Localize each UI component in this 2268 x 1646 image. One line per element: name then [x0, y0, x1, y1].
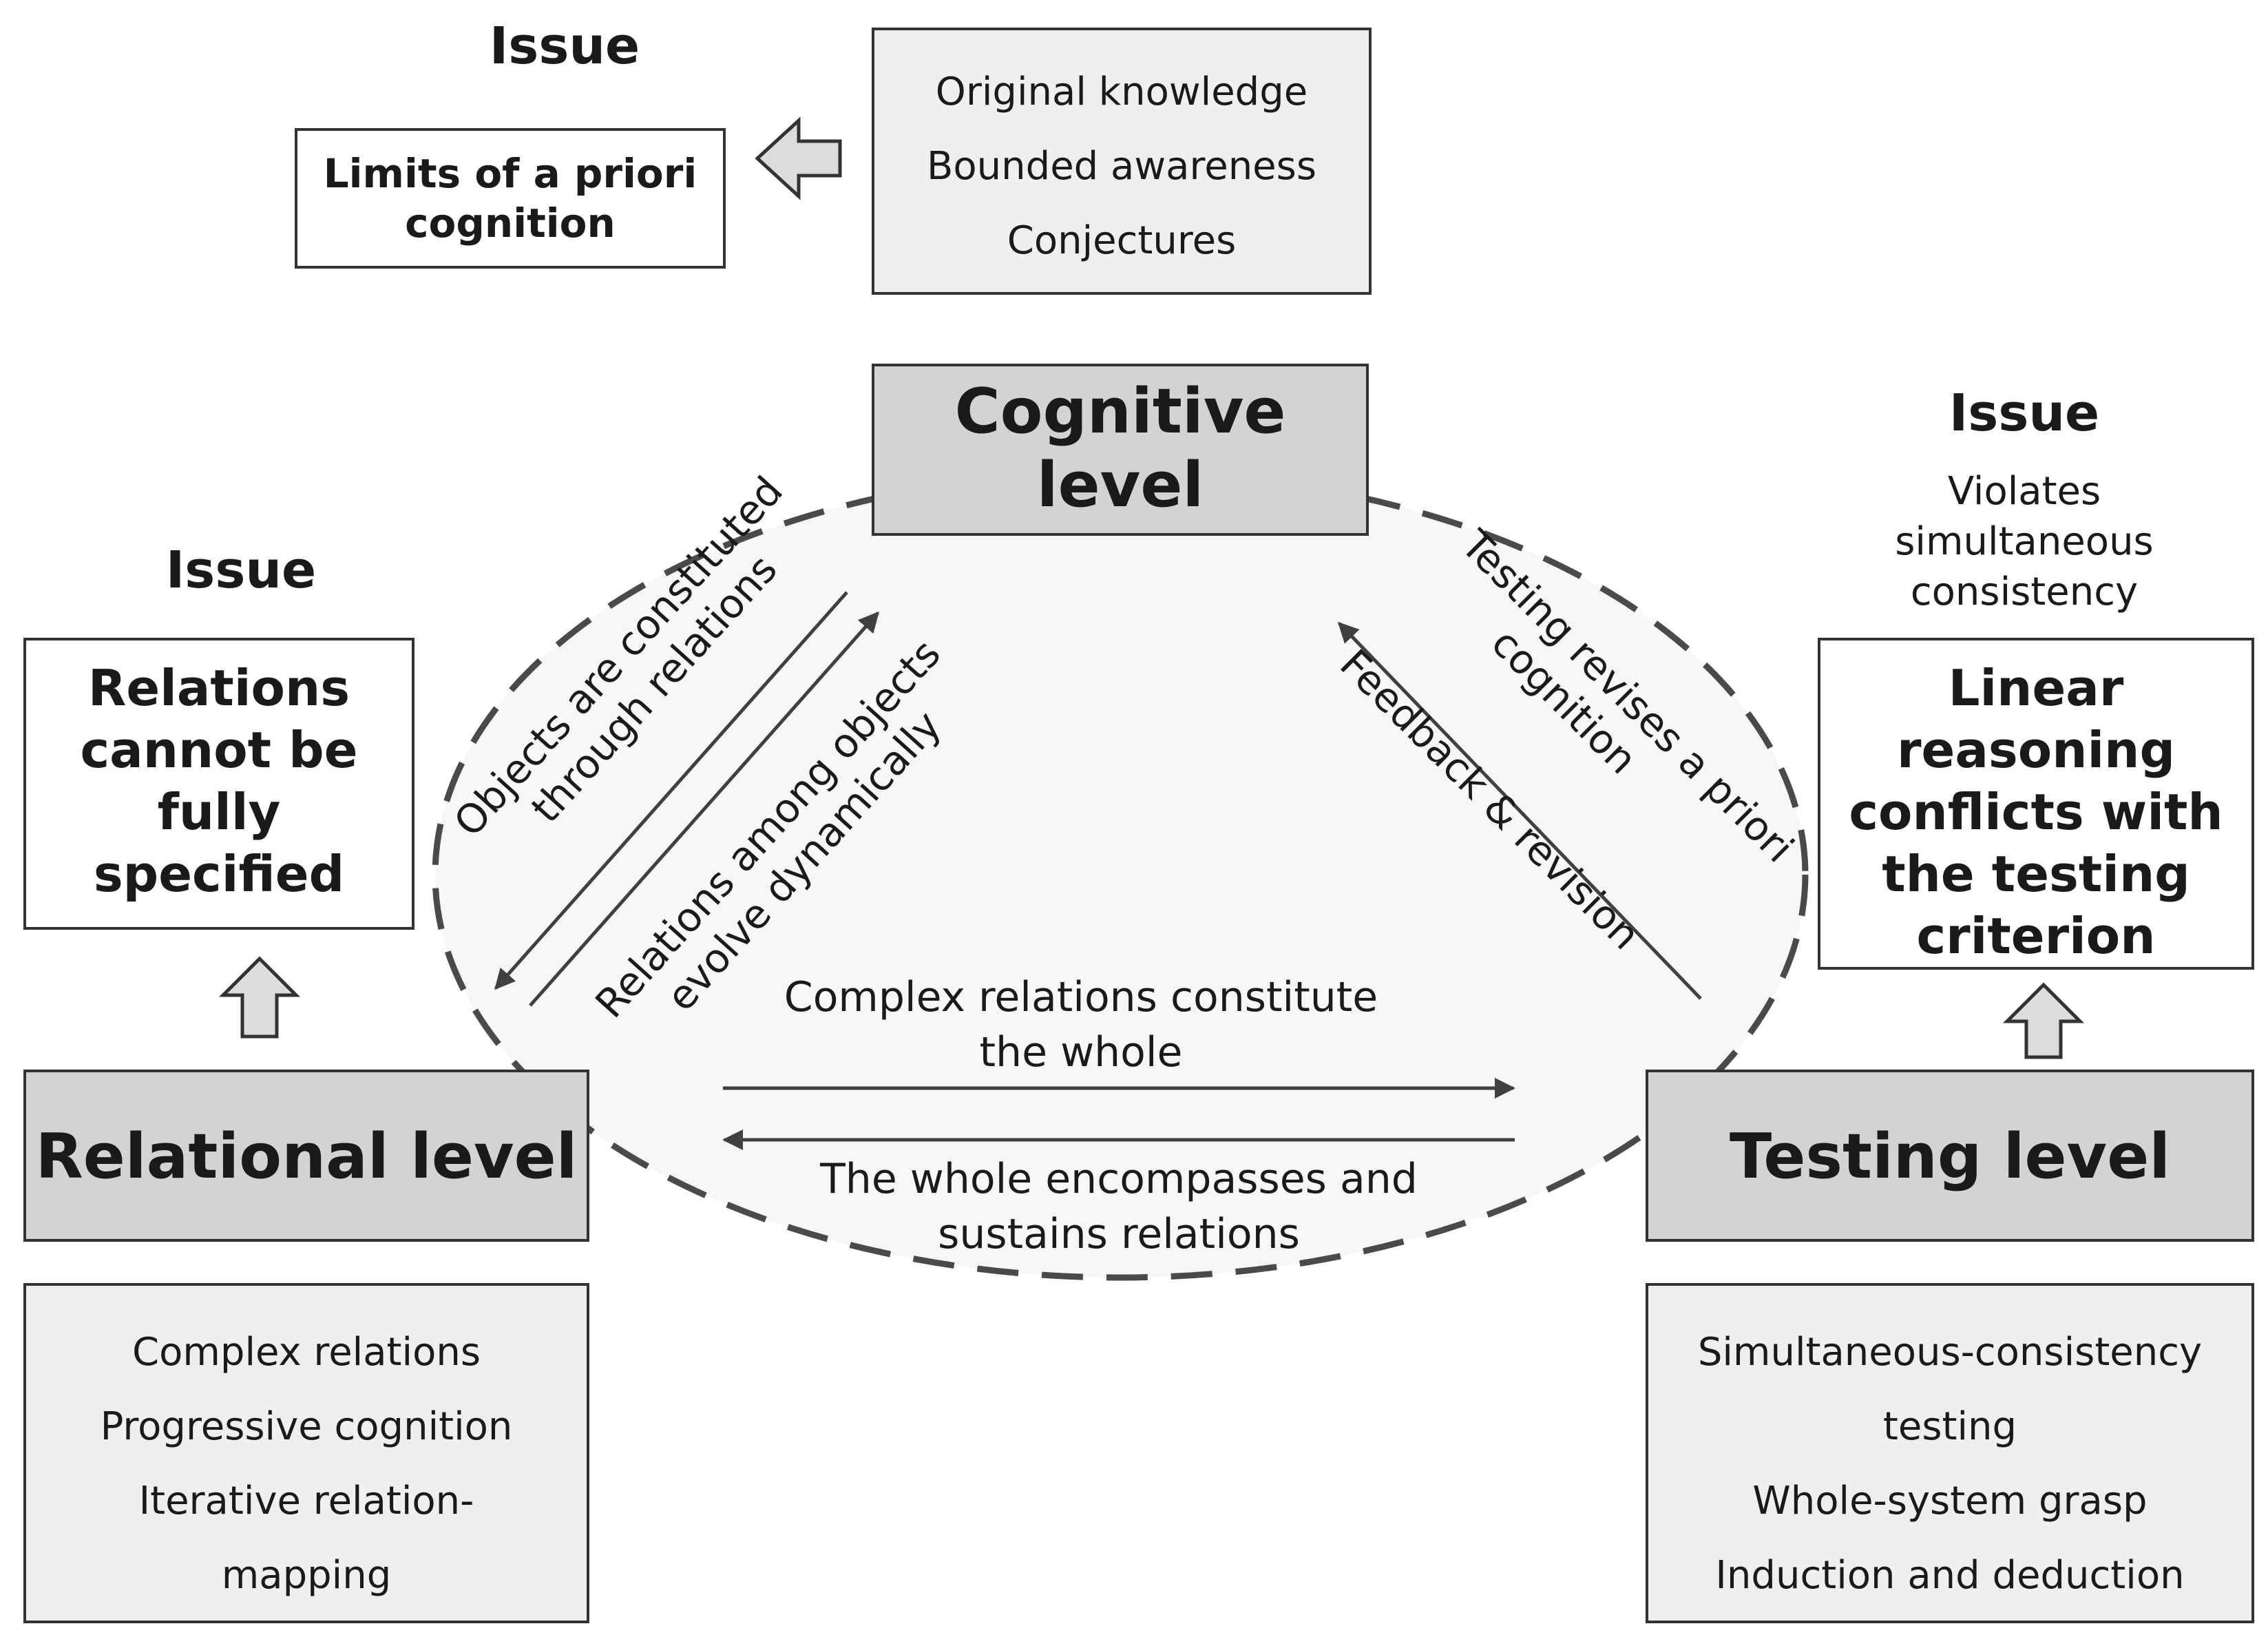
relational-feature-1: Progressive cognition	[101, 1404, 513, 1449]
cognitive-feature-2: Conjectures	[1007, 218, 1237, 263]
cognitive-issue-text-line1: Limits of a priori	[324, 150, 697, 197]
label-testing-to-relational-line1: The whole encompasses and	[819, 1155, 1418, 1203]
cognitive-level-title-line2: level	[1037, 449, 1204, 521]
relational-level-title: Relational level	[35, 1121, 577, 1193]
label-testing-to-relational-line2: sustains relations	[938, 1210, 1300, 1258]
cognitive-features-box	[872, 28, 1372, 295]
relational-issue-box	[23, 638, 414, 930]
testing-issue-sub-line-2: consistency	[1911, 570, 2138, 614]
relational-feature-2: Iterative relation-	[139, 1479, 474, 1523]
relational-issue-line-1: cannot be	[80, 721, 357, 779]
testing-issue-line-3: the testing	[1882, 845, 2190, 903]
cognitive-issue-arrow	[755, 116, 842, 200]
relational-issue-line-2: fully	[158, 783, 281, 841]
label-relational-to-testing-line2: the whole	[980, 1028, 1183, 1076]
testing-issue-sub-line-0: Violates	[1948, 469, 2101, 514]
relational-feature-0: Complex relations	[132, 1330, 481, 1375]
relational-features-box	[23, 1283, 589, 1623]
testing-level-box	[1646, 1070, 2254, 1242]
cognitive-issue-box	[295, 128, 726, 269]
testing-feature-1: testing	[1883, 1404, 2017, 1449]
testing-issue-line-0: Linear	[1949, 659, 2124, 717]
testing-issue-line-4: criterion	[1916, 907, 2155, 965]
cognitive-level-box	[872, 364, 1369, 536]
cognitive-feature-1: Bounded awareness	[927, 144, 1316, 189]
relational-issue-line-3: specified	[94, 845, 344, 903]
testing-feature-3: Induction and deduction	[1715, 1553, 2184, 1598]
relational-level-box	[23, 1070, 589, 1242]
testing-feature-2: Whole-system grasp	[1752, 1479, 2147, 1523]
arrow-cognitive-to-relational	[494, 591, 848, 990]
testing-issue-box	[1818, 638, 2254, 970]
testing-issue-arrow	[2002, 982, 2085, 1059]
testing-issue-line-1: reasoning	[1897, 721, 2175, 779]
testing-issue-sub-line-1: simultaneous	[1895, 519, 2153, 564]
testing-level-title: Testing level	[1730, 1121, 2170, 1193]
relational-issue-heading: Issue	[166, 541, 317, 600]
cognitive-level-title-line1: Cognitive	[955, 375, 1286, 448]
testing-feature-0: Simultaneous-consistency	[1698, 1330, 2202, 1375]
arrow-testing-to-cognitive	[1337, 621, 1702, 1000]
arrow-relational-to-cognitive	[529, 611, 879, 1007]
testing-issue-line-2: conflicts with	[1849, 783, 2223, 841]
relational-issue-line-0: Relations	[88, 659, 350, 717]
testing-features-box	[1646, 1283, 2254, 1623]
testing-issue-heading: Issue	[1949, 384, 2100, 443]
label-relational-to-testing-line1: Complex relations constitute	[784, 973, 1378, 1021]
relational-issue-arrow	[218, 956, 301, 1039]
relational-feature-3: mapping	[222, 1553, 392, 1598]
cognitive-issue-heading: Issue	[490, 17, 640, 76]
cognitive-issue-text-line2: cognition	[405, 200, 616, 247]
cognitive-feature-0: Original knowledge	[936, 70, 1308, 114]
